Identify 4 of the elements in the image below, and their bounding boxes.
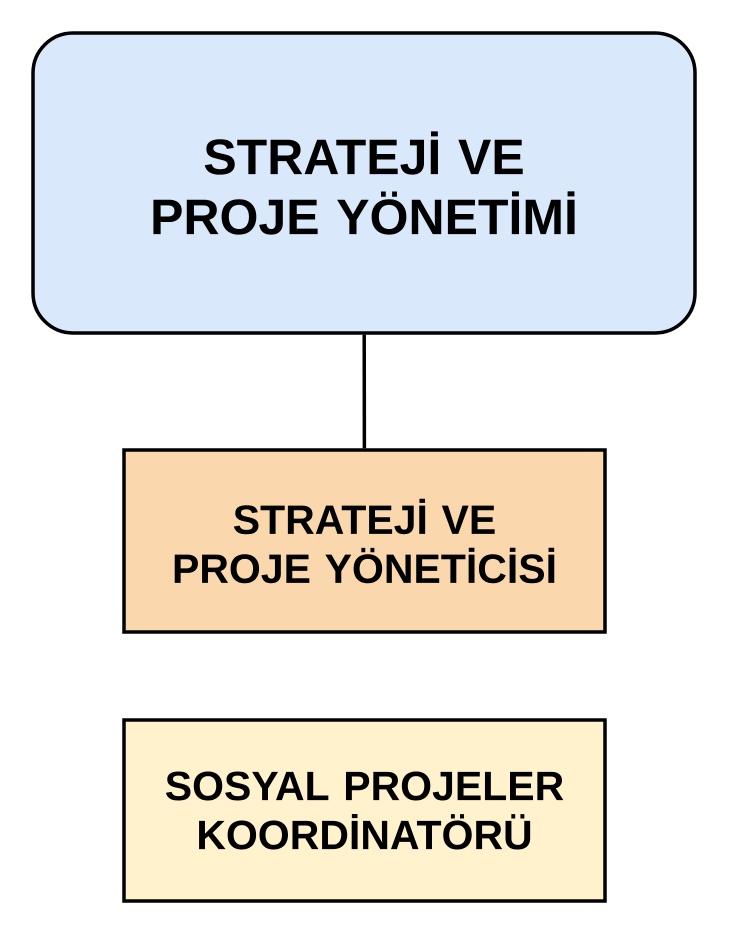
rounded-box: STRATEJİ VE PROJE YÖNETİMİ bbox=[31, 31, 697, 335]
process-box: SOSYAL PROJELER KOORDİNATÖRÜ bbox=[122, 718, 607, 903]
process-box: STRATEJİ VE PROJE YÖNETİCİSİ bbox=[122, 448, 607, 634]
connector-line bbox=[362, 334, 366, 448]
